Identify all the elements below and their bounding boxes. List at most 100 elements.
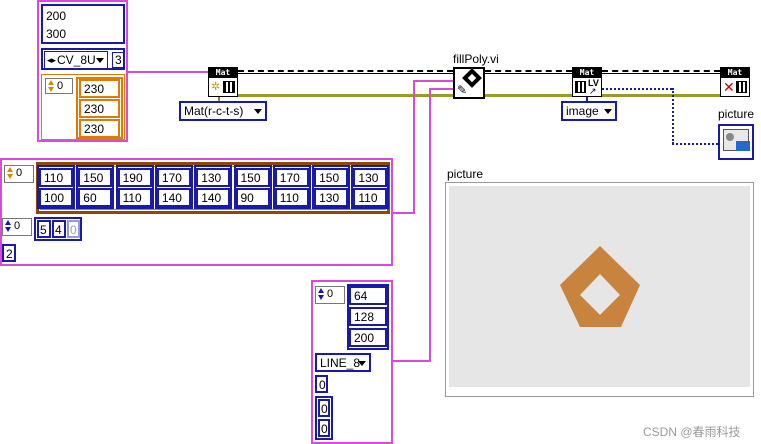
index-spinner-icon bbox=[4, 220, 12, 232]
scalar-array-index[interactable]: 0 bbox=[45, 78, 73, 94]
wire-mat-ref-1b bbox=[238, 73, 453, 74]
paint-bucket-icon: ✎ bbox=[457, 83, 468, 97]
matrix-grid-icon bbox=[575, 81, 586, 93]
close-icon: ✕ bbox=[723, 79, 735, 95]
point-4-y[interactable]: 140 bbox=[196, 188, 231, 207]
npts-array-index[interactable]: 0 bbox=[2, 218, 32, 236]
point-6-y[interactable]: 110 bbox=[274, 188, 309, 207]
mat-ring-value: Mat(r-c-t-s) bbox=[184, 104, 244, 118]
point-2-x[interactable]: 190 bbox=[117, 168, 152, 187]
arrow-icon: ↗ bbox=[589, 86, 597, 96]
point-7-x[interactable]: 150 bbox=[314, 168, 349, 187]
wire-points-h2 bbox=[413, 80, 453, 82]
picture-canvas bbox=[449, 186, 750, 387]
chevron-down-icon bbox=[604, 109, 612, 114]
wire-points-h bbox=[393, 212, 415, 214]
wire-error-2 bbox=[485, 94, 572, 97]
scalar-value-1[interactable]: 230 bbox=[79, 99, 120, 118]
type-cluster: ◂▸ CV_8U 3 bbox=[41, 48, 125, 70]
line-type-ring[interactable]: LINE_8 bbox=[315, 353, 371, 372]
mat-create-vi[interactable]: Mat ✲ bbox=[208, 67, 238, 97]
color-value-0[interactable]: 64 bbox=[349, 286, 387, 305]
rows-cols-cluster: 200 300 bbox=[41, 4, 125, 44]
offset-y-value[interactable]: 0 bbox=[318, 419, 330, 437]
picture-icon-shape bbox=[726, 133, 734, 141]
wire-mat-ref-2 bbox=[485, 70, 572, 72]
mat-header-icon: Mat bbox=[721, 68, 749, 78]
point-8-y[interactable]: 110 bbox=[353, 188, 388, 207]
point-4-x[interactable]: 130 bbox=[196, 168, 231, 187]
line-type-value: LINE_8 bbox=[320, 356, 361, 370]
scalar-value-0[interactable]: 230 bbox=[79, 79, 120, 98]
npts-value-0[interactable]: 5 bbox=[37, 220, 51, 238]
wire-picture-out-v bbox=[672, 88, 674, 144]
wire-size-cluster bbox=[128, 71, 208, 73]
wire-mat-ref-3b bbox=[602, 73, 720, 74]
mat-type-value: CV_8U bbox=[57, 53, 96, 67]
point-3-x[interactable]: 170 bbox=[156, 168, 191, 187]
picture-panel bbox=[445, 182, 754, 397]
wire-color-h2 bbox=[429, 88, 453, 90]
index-spinner-icon bbox=[6, 167, 14, 179]
index-value: 0 bbox=[57, 80, 64, 92]
point-3-y[interactable]: 140 bbox=[156, 188, 191, 207]
picture-background bbox=[449, 186, 750, 387]
point-1-y[interactable]: 60 bbox=[78, 188, 113, 207]
wire-color-v bbox=[429, 88, 431, 362]
mat-header-icon: Mat bbox=[209, 68, 237, 78]
point-1-x[interactable]: 150 bbox=[78, 168, 113, 187]
point-5-y[interactable]: 90 bbox=[235, 188, 270, 207]
index-value: 0 bbox=[327, 288, 334, 300]
channels-value[interactable]: 3 bbox=[112, 52, 124, 68]
wire-mat-ref-3 bbox=[602, 70, 720, 72]
offset-x-value[interactable]: 0 bbox=[318, 399, 330, 417]
wire-mat-ref-2b bbox=[485, 73, 572, 74]
wire-picture-out-h1 bbox=[602, 88, 672, 90]
index-spinner-icon bbox=[47, 80, 55, 92]
image-ring[interactable]: image bbox=[561, 101, 617, 121]
mat-release-vi[interactable]: Mat ✕ bbox=[720, 67, 750, 97]
color-value-1[interactable]: 128 bbox=[349, 307, 387, 326]
chevron-down-icon bbox=[254, 109, 262, 114]
index-spinner-icon bbox=[317, 288, 325, 300]
wire-picture-out-h2 bbox=[672, 143, 718, 145]
point-5-x[interactable]: 150 bbox=[235, 168, 270, 187]
scalar-value-2[interactable]: 230 bbox=[79, 119, 120, 138]
labview-icon: LV bbox=[588, 78, 599, 88]
chevron-down-icon bbox=[96, 58, 104, 63]
npts-value-1[interactable]: 4 bbox=[52, 220, 66, 238]
mat-size-cluster: 200 300 ◂▸ CV_8U 3 0 230 230 230 bbox=[37, 0, 128, 142]
mat-type-ring[interactable]: ◂▸ CV_8U bbox=[44, 51, 108, 69]
ncontours-value[interactable]: 2 bbox=[2, 244, 16, 262]
point-2-y[interactable]: 110 bbox=[117, 188, 152, 207]
point-8-x[interactable]: 130 bbox=[353, 168, 388, 187]
matrix-grid-icon bbox=[736, 81, 747, 93]
picture-terminal-label: picture bbox=[718, 107, 755, 121]
chevron-down-icon bbox=[358, 361, 366, 366]
npts-value-2[interactable]: 0 bbox=[67, 220, 80, 238]
point-6-x[interactable]: 170 bbox=[274, 168, 309, 187]
picture-terminal[interactable] bbox=[718, 124, 754, 160]
picture-panel-label: picture bbox=[447, 167, 484, 181]
wire-error-1 bbox=[238, 94, 453, 97]
mat-to-image-vi[interactable]: Mat LV ↗ bbox=[572, 67, 602, 97]
wire-color-h bbox=[393, 360, 431, 362]
points-array-index[interactable]: 0 bbox=[4, 165, 34, 183]
picture-icon-blue bbox=[736, 141, 750, 151]
watermark: CSDN @春雨科技 bbox=[643, 425, 741, 439]
shift-value[interactable]: 0 bbox=[315, 375, 328, 393]
image-ring-value: image bbox=[566, 104, 599, 118]
point-0-x[interactable]: 110 bbox=[39, 168, 73, 187]
point-0-y[interactable]: 100 bbox=[39, 188, 73, 207]
mat-ring[interactable]: Mat(r-c-t-s) bbox=[179, 101, 267, 121]
mat-header-icon: Mat bbox=[573, 68, 601, 78]
matrix-grid-icon bbox=[223, 81, 235, 93]
color-cluster: 0 64 128 200 LINE_8 0 0 0 bbox=[311, 280, 393, 444]
color-array-index[interactable]: 0 bbox=[315, 286, 345, 304]
fillpoly-vi[interactable]: ✎ bbox=[453, 67, 485, 99]
fillpoly-label: fillPoly.vi bbox=[453, 52, 499, 66]
point-7-y[interactable]: 130 bbox=[314, 188, 349, 207]
rows-value[interactable]: 200 bbox=[46, 9, 67, 23]
cols-value[interactable]: 300 bbox=[46, 27, 67, 41]
color-value-2[interactable]: 200 bbox=[349, 328, 387, 347]
